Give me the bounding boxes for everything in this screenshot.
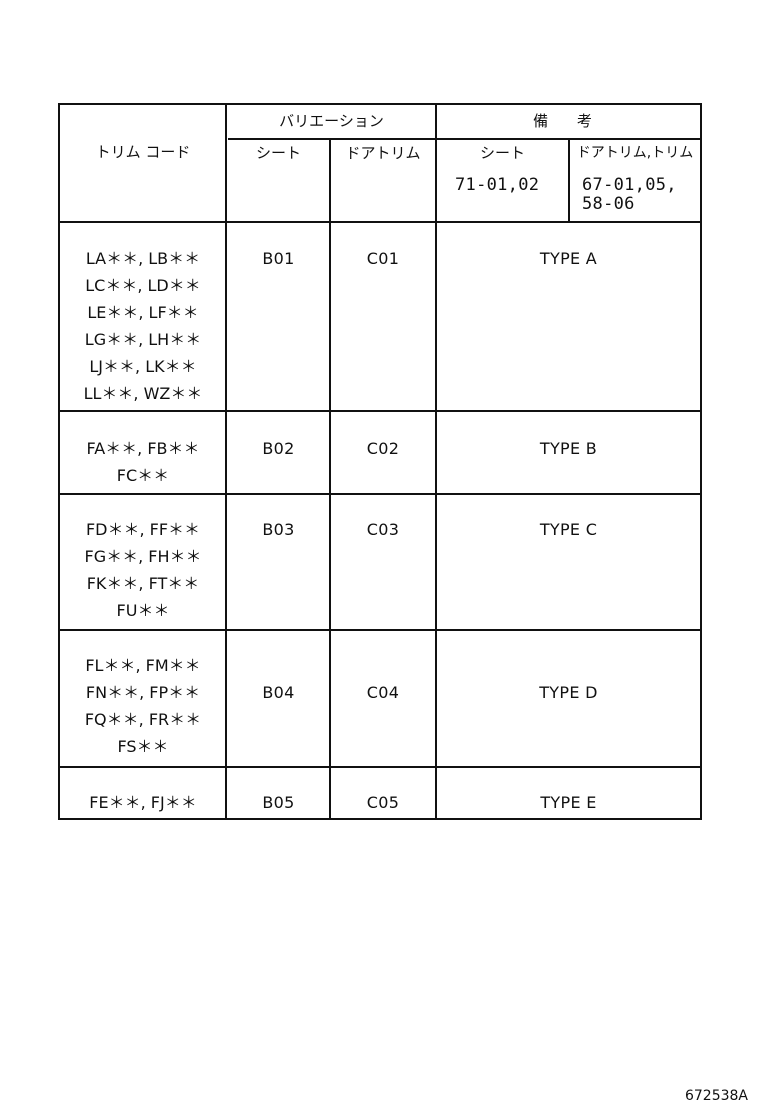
- remark-row-4: TYPE D: [539, 683, 598, 702]
- trim-code-list-row-1: LA＊＊, LB＊＊ LC＊＊, LD＊＊ LE＊＊, LF＊＊ LG＊＊, L…: [62, 245, 224, 407]
- trim-code-line: FK＊＊, FT＊＊: [86, 574, 200, 593]
- remarks-door-value-line2: 58-06: [582, 194, 635, 214]
- trim-code-line: FC＊＊: [116, 466, 170, 485]
- door-trim-code-row-4: C04: [366, 683, 400, 702]
- header-variation-divider: [228, 138, 702, 140]
- trim-code-line: LL＊＊, WZ＊＊: [83, 384, 203, 403]
- trim-code-line: FN＊＊, FP＊＊: [85, 683, 201, 702]
- seat-code-row-5: B05: [262, 793, 295, 812]
- remark-row-2: TYPE B: [539, 439, 598, 458]
- remarks-door-value-line1: 67-01,05,: [582, 175, 677, 195]
- trim-code-line: LA＊＊, LB＊＊: [85, 249, 201, 268]
- trim-code-line: LG＊＊, LH＊＊: [84, 330, 202, 349]
- trim-code-list-row-2: FA＊＊, FB＊＊ FC＊＊: [62, 435, 224, 489]
- trim-code-line: FA＊＊, FB＊＊: [86, 439, 200, 458]
- figure-code: 672538A: [684, 1088, 748, 1104]
- trim-code-line: FL＊＊, FM＊＊: [85, 656, 201, 675]
- trim-code-line: FS＊＊: [117, 737, 169, 756]
- column-divider-remarks: [568, 140, 570, 221]
- variation-header: バリエーション: [279, 112, 384, 130]
- trim-code-list-row-4: FL＊＊, FM＊＊ FN＊＊, FP＊＊ FQ＊＊, FR＊＊ FS＊＊: [62, 652, 224, 760]
- trim-code-list-row-3: FD＊＊, FF＊＊ FG＊＊, FH＊＊ FK＊＊, FT＊＊ FU＊＊: [62, 516, 224, 624]
- remark-row-5: TYPE E: [540, 793, 597, 812]
- trim-code-line: FQ＊＊, FR＊＊: [84, 710, 202, 729]
- trim-code-line: FU＊＊: [116, 601, 170, 620]
- trim-table: [58, 103, 702, 820]
- row-divider-3: [58, 629, 702, 631]
- door-trim-code-row-3: C03: [366, 520, 400, 539]
- trim-code-line: FD＊＊, FF＊＊: [85, 520, 201, 539]
- column-divider-trim: [225, 103, 227, 820]
- remarks-seat-value: 71-01,02: [455, 175, 540, 195]
- trim-code-line: FE＊＊, FJ＊＊: [89, 793, 197, 812]
- seat-code-row-4: B04: [262, 683, 295, 702]
- trim-code-line: LC＊＊, LD＊＊: [85, 276, 201, 295]
- row-divider-2: [58, 493, 702, 495]
- seat-code-row-1: B01: [262, 249, 295, 268]
- seat-code-row-2: B02: [262, 439, 295, 458]
- door-trim-code-row-5: C05: [366, 793, 400, 812]
- remark-row-3: TYPE C: [539, 520, 598, 539]
- header-bottom-line: [58, 221, 702, 223]
- remark-row-1: TYPE A: [539, 249, 598, 268]
- row-divider-4: [58, 766, 702, 768]
- remarks-header: 備 考: [533, 112, 604, 130]
- seat-header: シート: [255, 144, 301, 162]
- trim-code-header: トリム コード: [95, 143, 191, 161]
- row-divider-1: [58, 410, 702, 412]
- remarks-door-trim-header: ドアトリム,トリム: [576, 145, 694, 161]
- column-divider-seat: [329, 140, 331, 820]
- column-divider-variation: [435, 103, 437, 820]
- trim-code-list-row-5: FE＊＊, FJ＊＊: [62, 789, 224, 816]
- trim-code-line: FG＊＊, FH＊＊: [84, 547, 202, 566]
- trim-code-line: LJ＊＊, LK＊＊: [89, 357, 197, 376]
- door-trim-code-row-2: C02: [366, 439, 400, 458]
- remarks-seat-header: シート: [479, 144, 525, 162]
- door-trim-header: ドアトリム: [345, 144, 421, 162]
- seat-code-row-3: B03: [262, 520, 295, 539]
- trim-code-line: LE＊＊, LF＊＊: [87, 303, 199, 322]
- door-trim-code-row-1: C01: [366, 249, 400, 268]
